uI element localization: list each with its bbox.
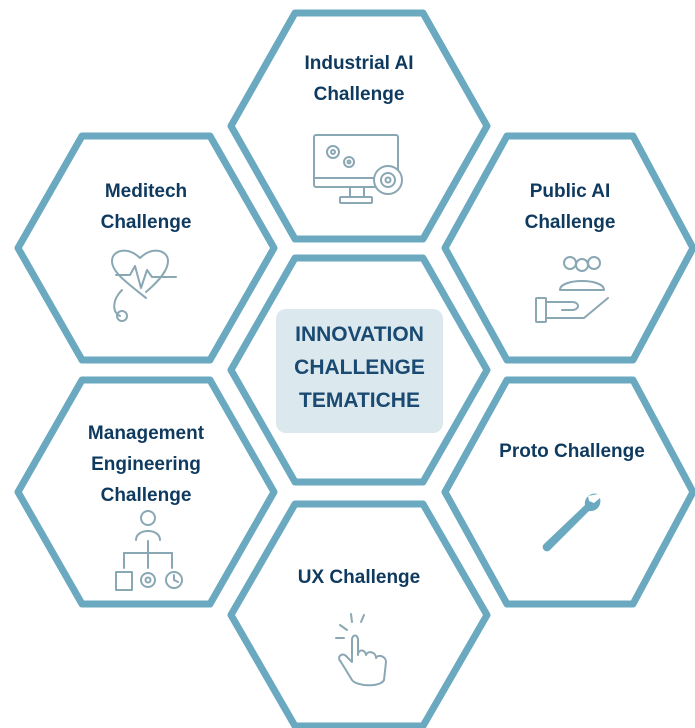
management-challenge-label: Management Engineering Challenge — [46, 418, 246, 511]
hex-ux — [227, 500, 491, 728]
wrench-icon — [542, 493, 601, 552]
hex-meditech — [14, 132, 278, 364]
proto-challenge-label: Proto Challenge — [470, 436, 674, 467]
hex-public — [441, 132, 695, 364]
center-highlight-box — [276, 309, 443, 433]
center-line1: INNOVATION — [295, 323, 424, 346]
hex-management — [14, 376, 278, 608]
industrial-line1: Industrial AI — [304, 53, 414, 74]
meditech-challenge-label: Meditech Challenge — [58, 176, 234, 238]
center-line2: CHALLENGE — [294, 356, 425, 379]
ux-line1: UX Challenge — [297, 567, 421, 588]
monitor-gears-icon — [313, 134, 403, 204]
management-line3: Challenge — [100, 485, 192, 506]
center-title: INNOVATION CHALLENGE TEMATICHE — [276, 318, 443, 417]
hand-click-icon — [335, 613, 387, 687]
industrial-line2: Challenge — [313, 84, 405, 105]
public-line2: Challenge — [524, 212, 616, 233]
public-line1: Public AI — [529, 181, 611, 202]
meditech-line1: Meditech — [104, 181, 188, 202]
proto-line1: Proto Challenge — [499, 441, 645, 462]
org-chart-icon — [115, 510, 183, 591]
management-line2: Engineering — [91, 454, 201, 475]
management-line1: Management — [87, 423, 205, 444]
public-challenge-label: Public AI Challenge — [482, 176, 658, 238]
people-hand-icon — [535, 256, 609, 323]
meditech-line2: Challenge — [100, 212, 192, 233]
center-line3: TEMATICHE — [299, 389, 420, 412]
hex-proto — [441, 376, 695, 608]
hex-industrial — [227, 9, 491, 243]
ux-challenge-label: UX Challenge — [271, 562, 447, 593]
heart-stethoscope-icon — [111, 249, 177, 322]
industrial-challenge-label: Industrial AI Challenge — [271, 48, 447, 110]
